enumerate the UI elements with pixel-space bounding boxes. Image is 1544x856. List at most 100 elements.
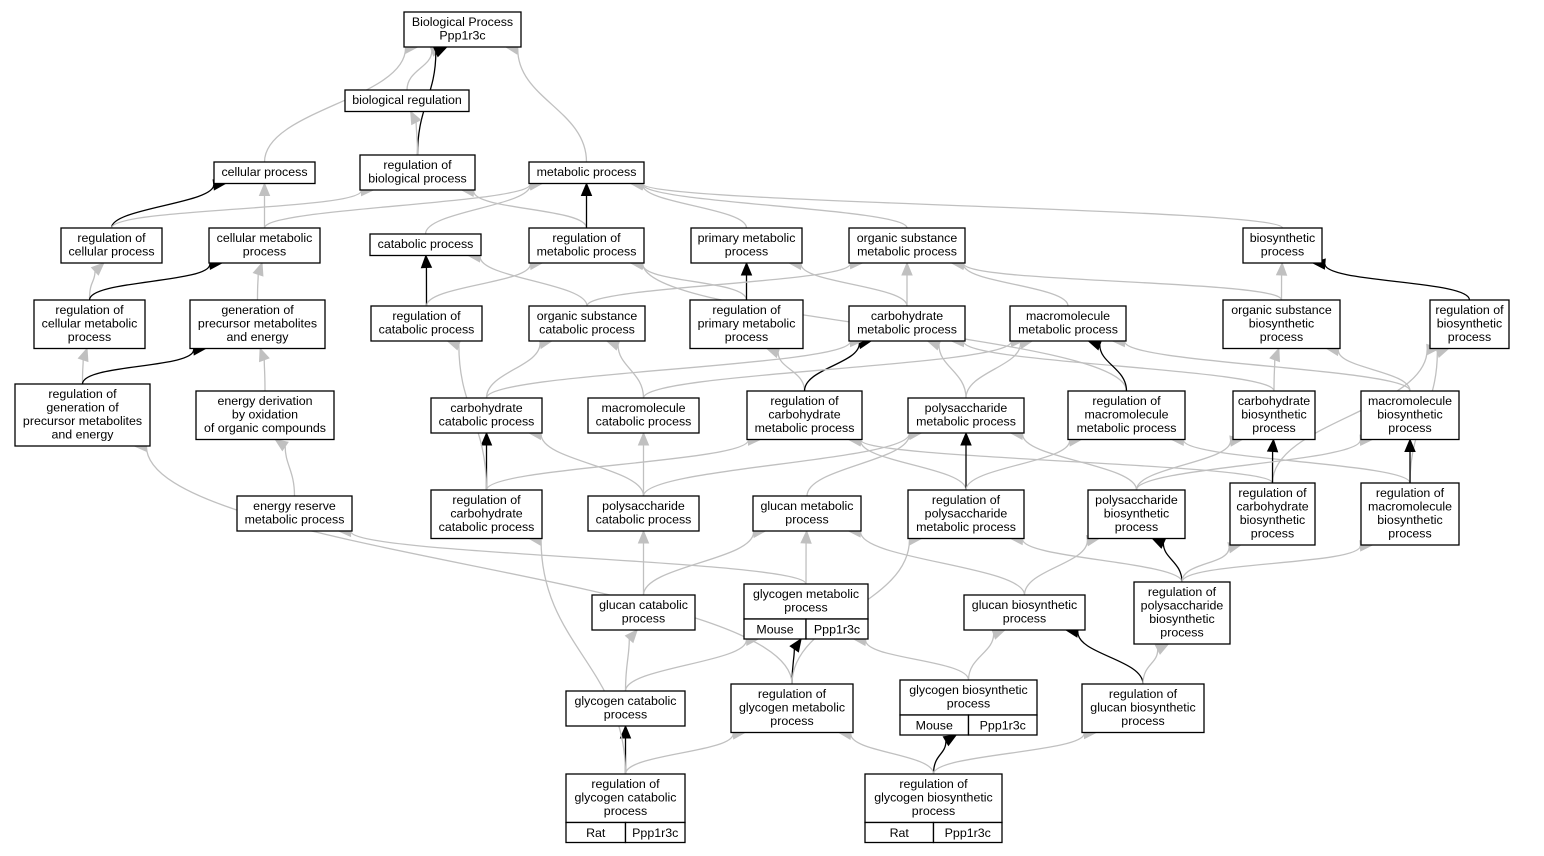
node-catab[interactable]: catabolic process bbox=[369, 233, 482, 257]
node-box bbox=[1429, 299, 1510, 350]
node-label-line: generation of bbox=[46, 401, 119, 415]
node-label-line: process bbox=[785, 513, 828, 527]
node-label-line: biosynthetic bbox=[1437, 317, 1502, 331]
node-label-line: process bbox=[947, 697, 990, 711]
node-label-line: glycogen catabolic bbox=[575, 791, 677, 805]
edge-org_biosyn-to-org_met bbox=[950, 257, 1283, 301]
node-label-line: macromolecule bbox=[1084, 408, 1168, 422]
node-label-line: Ppp1r3c bbox=[439, 29, 485, 43]
edge-reg_glyc_biosyn-to-glyc_biosyn bbox=[932, 734, 958, 775]
edge-reg_carb_met-to-carb_met bbox=[803, 337, 873, 392]
node-biol-reg[interactable]: biological regulation bbox=[344, 89, 470, 113]
node-reg-carb-biosyn[interactable]: regulation ofcarbohydratebiosyntheticpro… bbox=[1229, 482, 1316, 546]
node-label-line: process bbox=[1448, 330, 1491, 344]
edge-reg_glyc_catab-to-reg_carb_catab bbox=[527, 534, 627, 775]
node-reg-poly-biosyn[interactable]: regulation ofpolysaccharidebiosyntheticp… bbox=[1133, 581, 1231, 645]
node-label-line: energy reserve bbox=[253, 499, 336, 513]
node-reg-macro-biosyn[interactable]: regulation ofmacromoleculebiosyntheticpr… bbox=[1360, 482, 1460, 546]
node-label-line: energy derivation bbox=[217, 394, 312, 408]
node-label-line: macromolecule bbox=[1026, 309, 1110, 323]
node-box bbox=[746, 390, 863, 441]
node-label-line: precursor metabolites bbox=[198, 317, 317, 331]
edge-glucan_catab-to-poly_catab bbox=[637, 529, 650, 595]
edge-reg_prim-to-reg_met bbox=[629, 258, 748, 301]
node-box bbox=[864, 773, 1003, 824]
node-box bbox=[1009, 305, 1127, 342]
edge-macro_met-to-org_met bbox=[950, 258, 1069, 307]
edge-reg_poly_met-to-poly_met bbox=[960, 431, 972, 491]
annotation-label: Mouse bbox=[916, 719, 953, 733]
edge-reg_glyc_met-to-reg_gen_prec bbox=[133, 440, 793, 685]
node-label-line: of organic compounds bbox=[204, 421, 326, 435]
node-label-line: metabolic process bbox=[1077, 421, 1177, 435]
edge-glyc_met-to-glucan_met bbox=[800, 529, 812, 585]
edge-reg_macro_biosyn-to-macro_biosyn bbox=[1404, 438, 1416, 483]
edge-reg_glucan_biosyn-to-reg_poly_biosyn bbox=[1142, 643, 1170, 685]
edge-reg_catab-to-catab bbox=[420, 254, 433, 307]
node-box bbox=[403, 11, 522, 48]
node-met-proc[interactable]: metabolic process bbox=[528, 161, 645, 185]
node-label-line: primary metabolic bbox=[698, 317, 796, 331]
node-label-line: glucan catabolic bbox=[599, 598, 688, 612]
node-label-line: biological regulation bbox=[352, 93, 462, 107]
edge-macro_biosyn-to-org_biosyn bbox=[1325, 344, 1411, 392]
node-box bbox=[591, 594, 696, 631]
annotation-gene-cell: Ppp1r3c bbox=[805, 618, 869, 640]
node-label-line: macromolecule bbox=[1368, 500, 1452, 514]
edge-glyc_met-to-energy_res bbox=[337, 525, 807, 585]
edge-reg_carb_biosyn-to-reg_carb_met bbox=[847, 434, 1274, 484]
node-cell-proc[interactable]: cellular process bbox=[213, 161, 316, 185]
node-label-line: primary metabolic bbox=[698, 231, 796, 245]
edge-glyc_catab-to-glucan_catab bbox=[624, 629, 639, 692]
edge-reg_cell_met-to-reg_cell_proc bbox=[88, 262, 105, 301]
node-label-line: process bbox=[1003, 612, 1046, 626]
node-label-line: process bbox=[1160, 626, 1203, 640]
edge-carb_biosyn-to-org_biosyn bbox=[1269, 347, 1280, 392]
node-label-line: metabolic process bbox=[1018, 323, 1118, 337]
node-label-line: macromolecule bbox=[1368, 394, 1452, 408]
node-label-line: biosynthetic bbox=[1240, 513, 1305, 527]
annotation-label: Rat bbox=[586, 826, 606, 840]
